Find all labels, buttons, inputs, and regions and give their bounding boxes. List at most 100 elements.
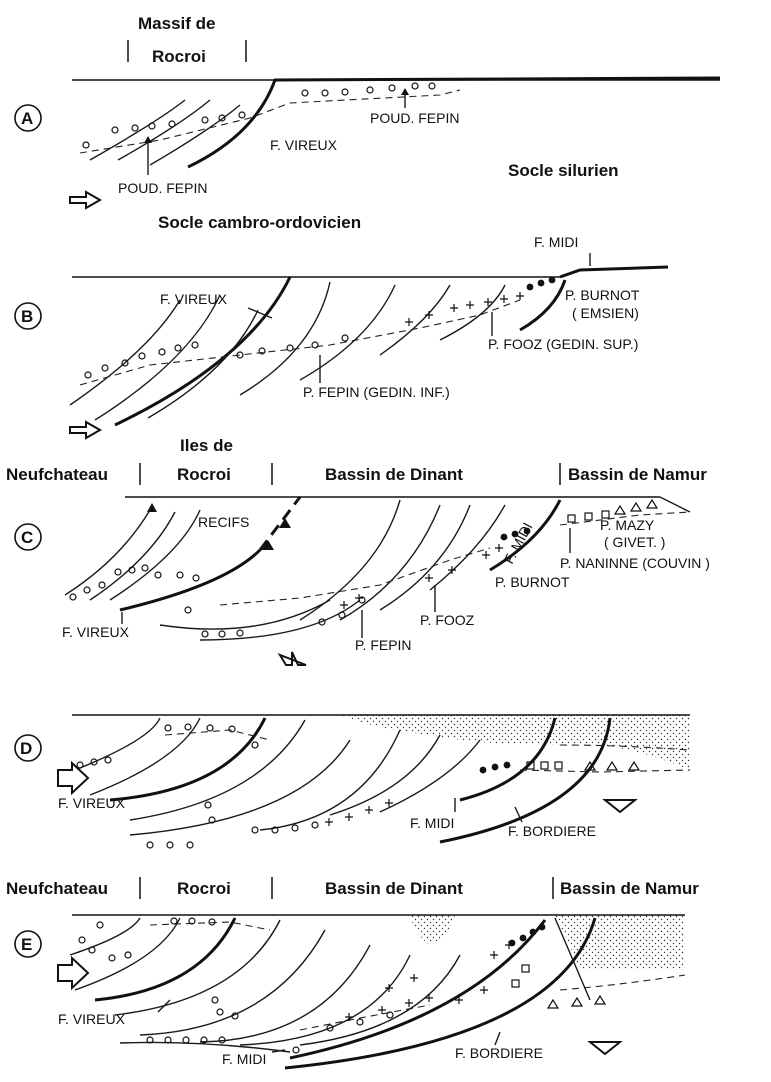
panel-e-letter: E <box>21 935 32 954</box>
header-rocroi: Rocroi <box>177 879 231 898</box>
label-f-vireux: F. VIREUX <box>58 795 126 811</box>
mazy-triangles <box>548 996 605 1008</box>
thrust-line <box>300 285 395 380</box>
conglomerate-pebbles <box>79 918 393 1053</box>
thrust-line <box>240 282 330 395</box>
header-bassin-de-dinant: Bassin de Dinant <box>325 465 463 484</box>
label-p-fooz: P. FOOZ <box>420 612 475 628</box>
thrust-line <box>148 310 258 418</box>
compression-arrow-icon <box>58 958 88 988</box>
fault-bordiere-trace <box>285 918 595 1068</box>
header-iles-de: Iles de <box>180 436 233 455</box>
panel-b: B F. MIDI <box>15 234 668 438</box>
header-neufchateau: Neufchateau <box>6 879 108 898</box>
header-massif-de: Massif de <box>138 14 215 33</box>
namur-stippled-basin <box>340 715 690 770</box>
label-socle-cambro-ordovicien: Socle cambro-ordovicien <box>158 213 361 232</box>
thrust-line <box>118 100 210 160</box>
thrust-line <box>300 500 400 620</box>
thrust-line <box>75 918 180 990</box>
dinant-stippled-patch <box>410 915 455 945</box>
label-givet: ( GIVET. ) <box>604 534 665 550</box>
label-p-mazy: P. MAZY <box>600 517 655 533</box>
burnot-dots <box>527 277 556 291</box>
namur-base-trace <box>520 770 690 772</box>
fooz-plus-symbols <box>405 292 524 326</box>
label-f-bordiere: F. BORDIERE <box>508 823 596 839</box>
label-emsien: ( EMSIEN) <box>572 305 639 321</box>
fooz-plus-symbols <box>345 941 513 1021</box>
fooz-plus-symbols <box>325 799 393 826</box>
label-f-vireux: F. VIREUX <box>58 1011 126 1027</box>
thrust-line <box>65 510 150 595</box>
header-neufchateau: Neufchateau <box>6 465 108 484</box>
label-p-fepin: P. FEPIN <box>355 637 412 653</box>
label-p-naninne: P. NANINNE (COUVIN ) <box>560 555 710 571</box>
header-rocroi: Rocroi <box>152 47 206 66</box>
label-socle-silurien: Socle silurien <box>508 161 619 180</box>
label-poud-fepin: POUD. FEPIN <box>118 180 207 196</box>
thrust-line <box>150 105 240 165</box>
header-rocroi: Rocroi <box>177 465 231 484</box>
basin-edge <box>660 497 690 512</box>
thrust-line <box>430 505 505 590</box>
panel-b-letter: B <box>21 307 33 326</box>
pointer-arrowhead <box>401 88 409 95</box>
panel-d: D <box>15 715 690 848</box>
label-f-bordiere: F. BORDIERE <box>455 1045 543 1061</box>
header-bassin-de-namur: Bassin de Namur <box>568 465 707 484</box>
label-poud-fepin: POUD. FEPIN <box>370 110 459 126</box>
label-f-midi: F. MIDI <box>410 815 454 831</box>
header-bassin-de-namur: Bassin de Namur <box>560 879 699 898</box>
label-p-burnot: P. BURNOT <box>495 574 570 590</box>
compression-arrow-icon <box>280 652 306 665</box>
fault-vireux-trace <box>95 918 235 1000</box>
burnot-dots <box>480 762 511 774</box>
label-f-vireux: F. VIREUX <box>160 291 228 307</box>
label-f-midi: F. MIDI <box>534 234 578 250</box>
label-recifs: RECIFS <box>198 514 249 530</box>
panel-e: Neufchateau Rocroi Bassin de Dinant Bass… <box>6 877 699 1068</box>
conglomerate-pebbles <box>85 335 348 378</box>
panel-d-letter: D <box>20 739 32 758</box>
namur-stippled-basin <box>555 915 685 970</box>
panel-c: Iles de Neufchateau Rocroi Bassin de Din… <box>6 436 710 665</box>
label-f-midi: F. MIDI <box>501 520 536 567</box>
header-bassin-de-dinant: Bassin de Dinant <box>325 879 463 898</box>
panel-a: Massif de Rocroi A F. VIREUX POUD. FEPIN… <box>15 14 720 232</box>
label-f-vireux: F. VIREUX <box>270 137 338 153</box>
fepin-base-trace <box>150 922 270 930</box>
thrust-line <box>200 945 370 1042</box>
label-f-midi: F. MIDI <box>222 1051 266 1067</box>
compression-arrow-icon <box>590 1042 620 1054</box>
thrust-line <box>110 510 200 600</box>
panel-a-letter: A <box>21 109 33 128</box>
pointer-line <box>495 1032 500 1045</box>
thrust-line <box>115 920 280 1015</box>
thrust-line <box>90 512 175 600</box>
label-f-vireux: F. VIREUX <box>62 624 130 640</box>
compression-arrow-icon <box>70 192 100 208</box>
thrust-line <box>160 600 330 629</box>
mazy-triangles <box>615 500 657 514</box>
label-p-burnot: P. BURNOT <box>565 287 640 303</box>
thrust-line <box>70 918 140 955</box>
compression-arrow-icon <box>58 763 88 793</box>
compression-arrow-icon <box>70 422 100 438</box>
thrust-line <box>75 718 160 770</box>
pointer-arrowhead <box>144 136 152 143</box>
label-p-fooz: P. FOOZ (GEDIN. SUP.) <box>488 336 638 352</box>
fault-midi-trace <box>560 267 668 277</box>
pointer-line <box>158 1000 170 1012</box>
namur-base-trace <box>560 975 685 990</box>
naninne-squares <box>512 965 529 987</box>
panel-c-letter: C <box>21 528 33 547</box>
reef-front-trace <box>260 497 300 550</box>
compression-arrow-icon <box>605 800 635 812</box>
thrust-line <box>70 300 180 405</box>
thrust-line <box>440 285 505 340</box>
label-p-fepin: P. FEPIN (GEDIN. INF.) <box>303 384 450 400</box>
fault-midi-trace <box>290 920 545 1058</box>
